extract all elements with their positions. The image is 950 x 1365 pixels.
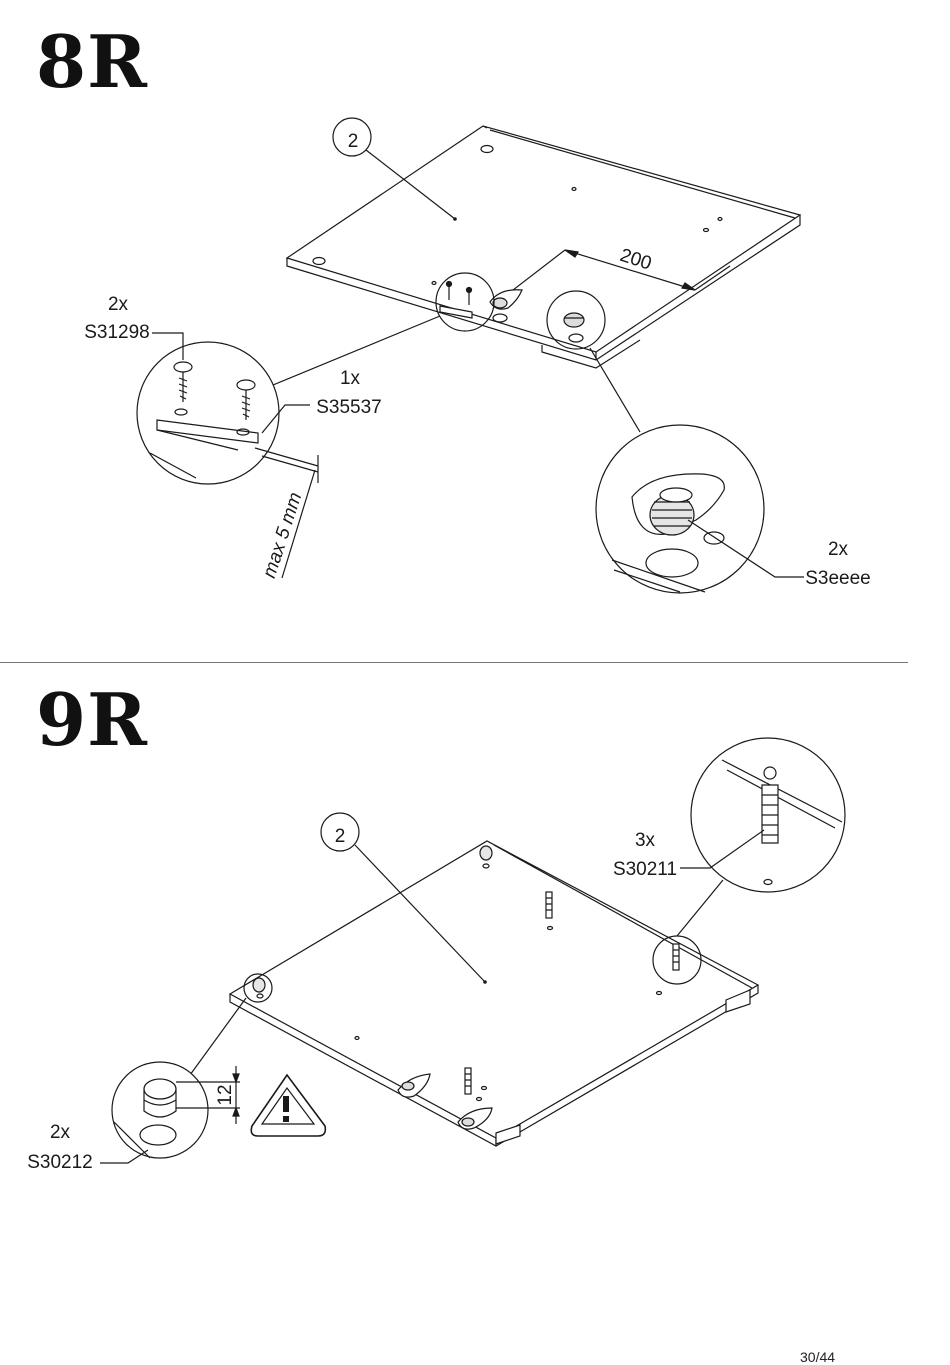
connector-detail [111, 1061, 209, 1159]
cam-lock-icon [631, 473, 725, 536]
part-code: S31298 [84, 322, 150, 343]
step-8-drawing [136, 117, 804, 594]
dimension-label: 12 [215, 1084, 236, 1105]
screw-plate-detail [136, 341, 280, 485]
part-code: S30211 [613, 859, 677, 880]
part-number-bubble [332, 117, 372, 157]
part-code: S30212 [27, 1152, 93, 1173]
cam-lock-icon [397, 1073, 431, 1098]
panel-2-step8 [285, 125, 802, 353]
part-qty: 1x [340, 368, 361, 389]
warning-triangle-icon [250, 1073, 327, 1137]
connector-icon [252, 845, 493, 993]
dowel-icon [761, 766, 779, 844]
cam-lock-icon [489, 289, 523, 310]
part-qty: 2x [108, 294, 129, 315]
part-code: S35537 [316, 397, 382, 418]
cam-lock-icon [457, 1107, 493, 1130]
max-gap-note: max 5 mm [259, 490, 306, 581]
cam-lock-icon [563, 312, 585, 328]
part-qty: 2x [828, 539, 849, 560]
part-code: S3eeee [805, 568, 871, 589]
part-number-bubble [320, 812, 360, 852]
step-9-drawing [100, 737, 846, 1164]
connector-icon [139, 1078, 177, 1146]
dowel-icon [464, 1067, 472, 1095]
dowel-icon [545, 891, 553, 919]
page-number: 30/44 [800, 1349, 836, 1365]
step-divider [0, 662, 908, 663]
part-qty: 3x [635, 830, 656, 851]
step-8-part-number: 2 [348, 131, 359, 152]
step-9-part-number: 2 [335, 826, 346, 847]
part-qty: 2x [50, 1122, 71, 1143]
step-9-title: 9R [36, 677, 148, 762]
step-8-title: 8R [36, 19, 148, 104]
screw-icon [236, 379, 256, 420]
dowel-icon [672, 943, 680, 971]
screw-icon [173, 361, 193, 402]
panel-2-step9 [228, 840, 760, 1139]
